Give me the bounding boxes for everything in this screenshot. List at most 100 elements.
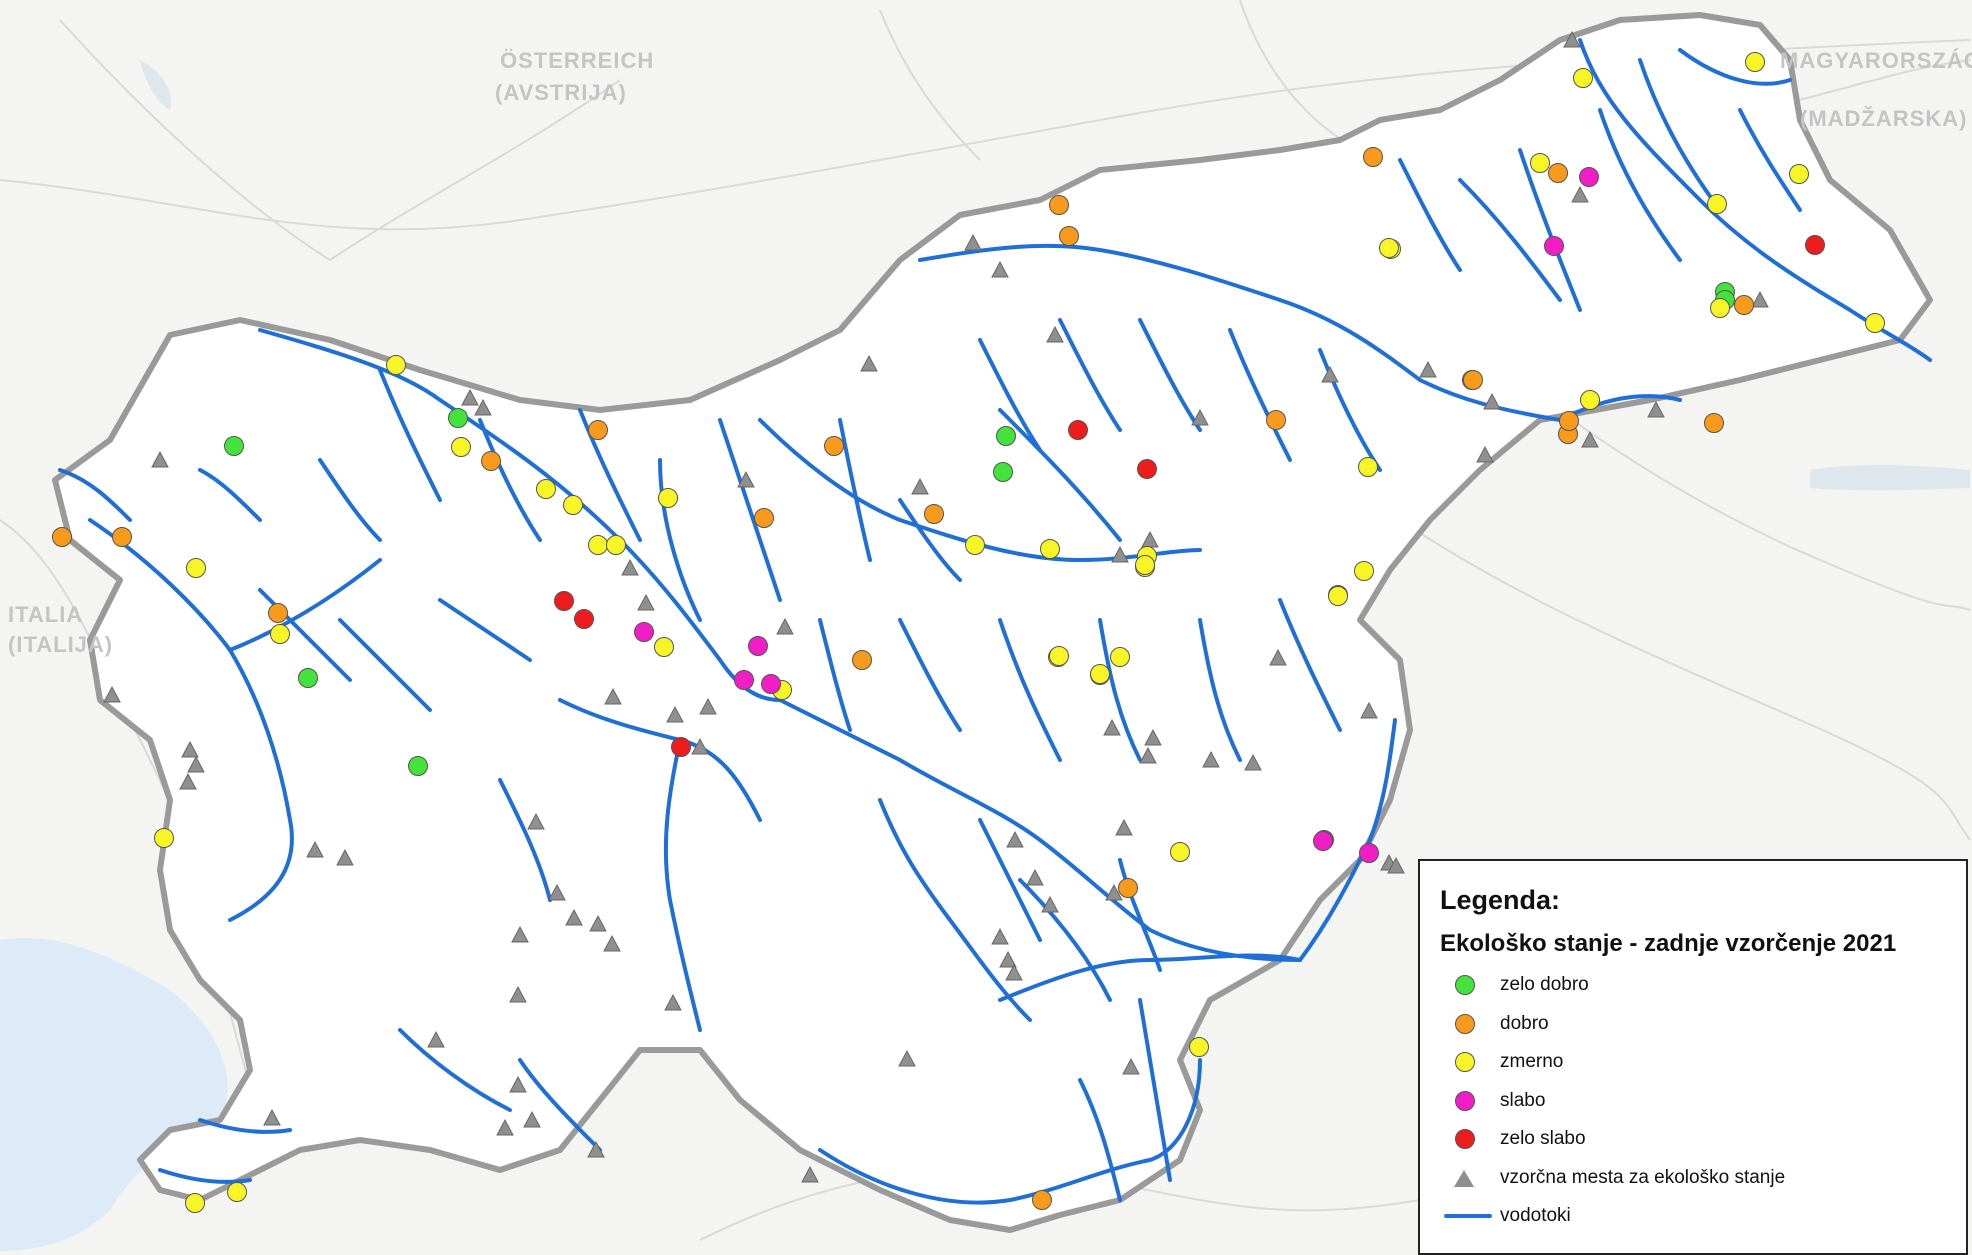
sampling-site-marker[interactable] (509, 1075, 527, 1093)
site-dot-zmerno[interactable] (563, 495, 583, 515)
sampling-site-marker[interactable] (1563, 30, 1581, 48)
site-dot-zmerno[interactable] (588, 535, 608, 555)
sampling-site-marker[interactable] (801, 1165, 819, 1183)
site-dot-zmerno[interactable] (1328, 586, 1348, 606)
site-dot-zmerno[interactable] (1789, 164, 1809, 184)
sampling-site-marker[interactable] (1647, 400, 1665, 418)
sampling-site-marker[interactable] (860, 354, 878, 372)
site-dot-zelo-slabo[interactable] (554, 591, 574, 611)
site-dot-slabo[interactable] (734, 670, 754, 690)
site-dot-zmerno[interactable] (1170, 842, 1190, 862)
sampling-site-marker[interactable] (999, 950, 1017, 968)
sampling-site-marker[interactable] (991, 260, 1009, 278)
sampling-site-marker[interactable] (1006, 830, 1024, 848)
site-dot-zmerno[interactable] (154, 828, 174, 848)
site-dot-slabo[interactable] (634, 622, 654, 642)
site-dot-dobro[interactable] (1266, 410, 1286, 430)
site-dot-zmerno[interactable] (1040, 539, 1060, 559)
sampling-site-marker[interactable] (1144, 728, 1162, 746)
sampling-site-marker[interactable] (181, 740, 199, 758)
sampling-site-marker[interactable] (603, 934, 621, 952)
site-dot-zelo-dobro[interactable] (448, 408, 468, 428)
site-dot-zelo-slabo[interactable] (1805, 235, 1825, 255)
sampling-site-marker[interactable] (1751, 290, 1769, 308)
site-dot-zelo-dobro[interactable] (224, 436, 244, 456)
site-dot-zmerno[interactable] (451, 437, 471, 457)
sampling-site-marker[interactable] (964, 233, 982, 251)
site-dot-dobro[interactable] (481, 451, 501, 471)
sampling-site-marker[interactable] (664, 993, 682, 1011)
site-dot-zmerno[interactable] (658, 488, 678, 508)
site-dot-zmerno[interactable] (1358, 457, 1378, 477)
sampling-site-marker[interactable] (523, 1110, 541, 1128)
sampling-site-marker[interactable] (604, 687, 622, 705)
sampling-site-marker[interactable] (179, 772, 197, 790)
site-dot-zelo-dobro[interactable] (408, 756, 428, 776)
sampling-site-marker[interactable] (587, 1140, 605, 1158)
site-dot-zmerno[interactable] (1573, 68, 1593, 88)
site-dot-slabo[interactable] (1313, 831, 1333, 851)
sampling-site-marker[interactable] (699, 697, 717, 715)
sampling-site-marker[interactable] (691, 737, 709, 755)
site-dot-dobro[interactable] (1559, 411, 1579, 431)
sampling-site-marker[interactable] (1571, 185, 1589, 203)
site-dot-slabo[interactable] (1579, 167, 1599, 187)
site-dot-dobro[interactable] (1059, 226, 1079, 246)
site-dot-zelo-slabo[interactable] (1137, 459, 1157, 479)
sampling-site-marker[interactable] (427, 1030, 445, 1048)
sampling-site-marker[interactable] (509, 985, 527, 1003)
sampling-site-marker[interactable] (306, 840, 324, 858)
site-dot-dobro[interactable] (924, 504, 944, 524)
site-dot-zmerno[interactable] (1530, 153, 1550, 173)
site-dot-zelo-slabo[interactable] (671, 737, 691, 757)
sampling-site-marker[interactable] (187, 755, 205, 773)
sampling-site-marker[interactable] (1115, 818, 1133, 836)
sampling-site-marker[interactable] (565, 908, 583, 926)
sampling-site-marker[interactable] (1005, 963, 1023, 981)
site-dot-zmerno[interactable] (654, 637, 674, 657)
site-dot-zelo-dobro[interactable] (996, 426, 1016, 446)
sampling-site-marker[interactable] (898, 1049, 916, 1067)
sampling-site-marker[interactable] (911, 477, 929, 495)
sampling-site-marker[interactable] (621, 558, 639, 576)
sampling-site-marker[interactable] (1476, 445, 1494, 463)
sampling-site-marker[interactable] (1041, 895, 1059, 913)
sampling-site-marker[interactable] (461, 388, 479, 406)
sampling-site-marker[interactable] (1419, 360, 1437, 378)
sampling-site-marker[interactable] (151, 450, 169, 468)
sampling-site-marker[interactable] (1387, 856, 1405, 874)
sampling-site-marker[interactable] (1139, 746, 1157, 764)
site-dot-dobro[interactable] (1463, 370, 1483, 390)
sampling-site-marker[interactable] (511, 925, 529, 943)
sampling-site-marker[interactable] (1244, 753, 1262, 771)
sampling-site-marker[interactable] (1111, 545, 1129, 563)
site-dot-zmerno[interactable] (1745, 52, 1765, 72)
site-dot-zmerno[interactable] (1707, 194, 1727, 214)
site-dot-dobro[interactable] (588, 420, 608, 440)
site-dot-slabo[interactable] (1544, 236, 1564, 256)
sampling-site-marker[interactable] (637, 593, 655, 611)
site-dot-dobro[interactable] (112, 527, 132, 547)
sampling-site-marker[interactable] (1360, 701, 1378, 719)
sampling-site-marker[interactable] (1026, 868, 1044, 886)
sampling-site-marker[interactable] (776, 617, 794, 635)
site-dot-zmerno[interactable] (1379, 238, 1399, 258)
sampling-site-marker[interactable] (991, 927, 1009, 945)
site-dot-dobro[interactable] (1704, 413, 1724, 433)
site-dot-zmerno[interactable] (1580, 390, 1600, 410)
sampling-site-marker[interactable] (1321, 365, 1339, 383)
site-dot-zmerno[interactable] (536, 479, 556, 499)
site-dot-zelo-slabo[interactable] (1068, 420, 1088, 440)
site-dot-dobro[interactable] (824, 436, 844, 456)
site-dot-slabo[interactable] (761, 674, 781, 694)
sampling-site-marker[interactable] (666, 705, 684, 723)
site-dot-dobro[interactable] (1363, 147, 1383, 167)
site-dot-zmerno[interactable] (1189, 1037, 1209, 1057)
site-dot-zmerno[interactable] (1135, 555, 1155, 575)
site-dot-zmerno[interactable] (1090, 664, 1110, 684)
sampling-site-marker[interactable] (336, 848, 354, 866)
site-dot-zmerno[interactable] (186, 558, 206, 578)
sampling-site-marker[interactable] (737, 470, 755, 488)
site-dot-zmerno[interactable] (1710, 298, 1730, 318)
site-dot-dobro[interactable] (268, 603, 288, 623)
